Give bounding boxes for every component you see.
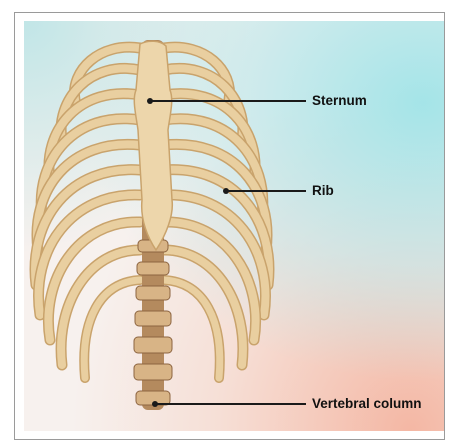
ribs-left bbox=[35, 47, 140, 378]
ribs-right bbox=[164, 47, 269, 378]
sternum-label: Sternum bbox=[312, 93, 367, 108]
vertebral-column-label: Vertebral column bbox=[312, 396, 422, 411]
vertebral-column-leader-dot bbox=[152, 401, 158, 407]
sternum-leader-dot bbox=[147, 98, 153, 104]
rib-label: Rib bbox=[312, 183, 334, 198]
rib-leader-dot bbox=[223, 188, 229, 194]
